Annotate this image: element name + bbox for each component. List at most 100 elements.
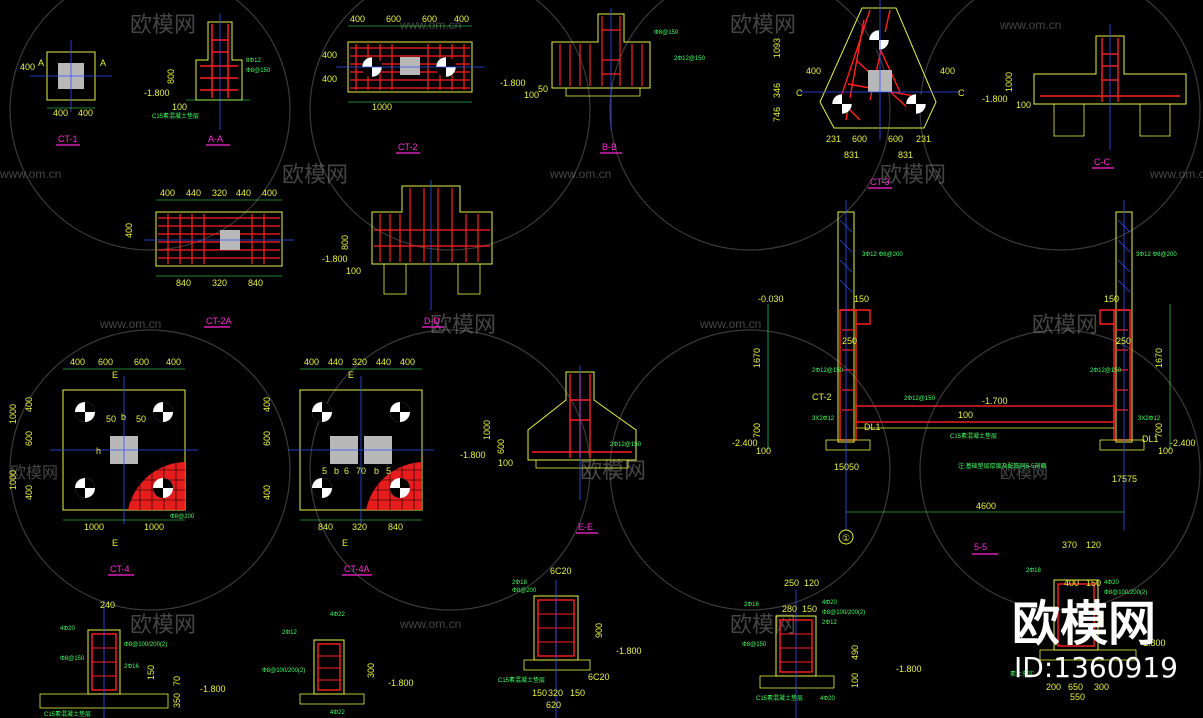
watermark-logo-text: 欧模网 — [1000, 464, 1048, 482]
dim-text: 1000 — [372, 102, 392, 112]
dim-text: 440 — [236, 188, 251, 198]
rebar-note: 3X2Φ12 — [1138, 416, 1161, 422]
level-text: -1.800 — [982, 94, 1008, 104]
section-mark: C — [958, 88, 965, 98]
level-text: -1.800 — [460, 450, 486, 460]
dim-text: 400 — [262, 397, 272, 412]
level-text: -1.700 — [982, 396, 1008, 406]
dim-text: 320 — [212, 278, 227, 288]
rebar-note: Φ8@100/200(2) — [124, 642, 167, 648]
rebar-note: Φ8@200 — [170, 514, 195, 520]
dim-text: 320 — [548, 688, 563, 698]
watermark-logo-text: 欧模网 — [10, 464, 58, 482]
dim-text: 50 — [106, 414, 116, 424]
rebar-note: 4Φ22 — [330, 710, 345, 716]
section-mark: E — [342, 538, 348, 548]
dim-text: 150 — [1086, 578, 1101, 588]
rebar-note: Φ8@100/200(2) — [1104, 590, 1147, 596]
dim-text: 100 — [346, 266, 361, 276]
dim-text: 120 — [1086, 540, 1101, 550]
detail-label: CT-3 — [870, 177, 890, 187]
dim-text: 400 — [350, 14, 365, 24]
rebar-note: 4Φ20 — [1104, 580, 1119, 586]
dim-text: 1000 — [8, 470, 18, 490]
detail-label: 5-5 — [974, 542, 987, 552]
axis-label: ① — [842, 533, 850, 543]
rebar-note: Φ8@100/200(2) — [262, 668, 305, 674]
watermark-url: www.om.cn — [399, 617, 461, 631]
dim-text: 746 — [772, 107, 782, 122]
dim-text: 120 — [804, 578, 819, 588]
dim-text: 4600 — [976, 501, 996, 511]
rebar-note: 2Φ16 — [744, 602, 759, 608]
rebar-note: 3Φ12 Φ8@200 — [1136, 252, 1177, 258]
detail-ct2: 400 600 600 400 1000 400 400 CT-2 — [322, 14, 484, 154]
dim-text: 400 — [454, 14, 469, 24]
dd-outline — [371, 185, 493, 265]
watermark-layer: 欧模网 欧模网 欧模网 欧模网 欧模网 欧模网 欧模网 欧模网 欧模网 欧模网 … — [0, 0, 1203, 637]
watermark-logo-text: 欧模网 — [880, 162, 946, 187]
level-text: -2.400 — [732, 438, 758, 448]
detail-bottom-4: 250 120 280 150 -1.800 490 100 2Φ16 4Φ20… — [742, 578, 922, 718]
section-mark: A — [38, 58, 44, 68]
detail-section-55: ① -0.030 1670 1670 700 700 -2.400 -2.400… — [732, 200, 1196, 555]
rebar-note: 2Φ18 — [512, 580, 527, 586]
detail-label: D-D — [424, 316, 440, 326]
dim-text: 840 — [318, 522, 333, 532]
detail-label: A-A — [208, 134, 223, 144]
dim-text: 900 — [594, 623, 604, 638]
rebar-note: C15素混凝土垫层 — [950, 432, 997, 440]
floor-slab — [855, 405, 1115, 423]
watermark-logo-text: 欧模网 — [1032, 312, 1098, 337]
dim-text: 400 — [1064, 578, 1079, 588]
dim-text: 600 — [888, 134, 903, 144]
detail-bottom-1: 240 -1.800 150 70 350 4Φ20 Φ8@100/200(2)… — [39, 600, 226, 718]
rebar-note: Φ8@100/200(2) — [822, 610, 865, 616]
level-text: -0.030 — [758, 294, 784, 304]
dim-text: 831 — [898, 150, 913, 160]
dim-text: 1000 — [482, 420, 492, 440]
dim-text: 400 — [124, 223, 134, 238]
dim-text: 400 — [400, 357, 415, 367]
watermark-logo-text: 欧模网 — [430, 312, 496, 337]
section-mark: E — [112, 538, 118, 548]
watermark-logo-text: 欧模网 — [282, 162, 348, 187]
level-text: -1.800 — [144, 88, 170, 98]
dim-text: h — [96, 446, 101, 456]
watermark-logo-text: 欧模网 — [580, 458, 646, 483]
dim-text: 1000 — [84, 522, 104, 532]
dim-text: 831 — [844, 150, 859, 160]
aa-outline — [195, 21, 243, 101]
note-text: 注:基础垫层厚度及配筋同5-5剖面 — [958, 462, 1046, 470]
rebar-note: 4Φ20 — [822, 600, 837, 606]
dim-text: 400 — [262, 485, 272, 500]
rebar-note: 2Φ12@150 — [812, 368, 844, 374]
rebar-note: 4Φ22 — [330, 612, 345, 618]
watermark-url: www.om.cn — [699, 317, 761, 331]
detail-ct4a: 400 440 320 440 400 400 600 400 840 320 … — [262, 357, 434, 576]
dim-text: 400 — [304, 357, 319, 367]
dim-text: 600 — [496, 439, 506, 454]
dim-text: 346 — [772, 83, 782, 98]
rebar-note: C15素混凝土垫层 — [152, 112, 199, 120]
rebar-note: Φ8@200 — [512, 588, 537, 594]
detail-label: E-E — [578, 522, 593, 532]
dim-text: 700 — [1154, 423, 1164, 438]
dim-text: 100 — [1016, 100, 1031, 110]
dim-text: 150 — [1104, 294, 1119, 304]
dim-text: 150 — [802, 604, 817, 614]
rebar-note: Φ8@150 — [246, 68, 271, 74]
detail-dd: -1.800 800 100 D-D — [322, 180, 493, 328]
ct3-outline — [819, 7, 937, 129]
dim-text: 620 — [546, 700, 561, 710]
dim-text: 400 — [322, 50, 337, 60]
detail-label: CT-4A — [344, 564, 370, 574]
bb-outline — [551, 13, 651, 89]
detail-label: CT-1 — [58, 134, 78, 144]
dim-text: 5 — [322, 466, 327, 476]
dim-text: 400 — [24, 397, 34, 412]
brand-id: ID:1360919 — [1014, 651, 1178, 684]
dim-text: 50 — [538, 84, 548, 94]
detail-ee: -1.800 1000 600 100 2Φ12@150 E-E — [460, 366, 642, 534]
dim-text: 150 — [146, 665, 156, 680]
